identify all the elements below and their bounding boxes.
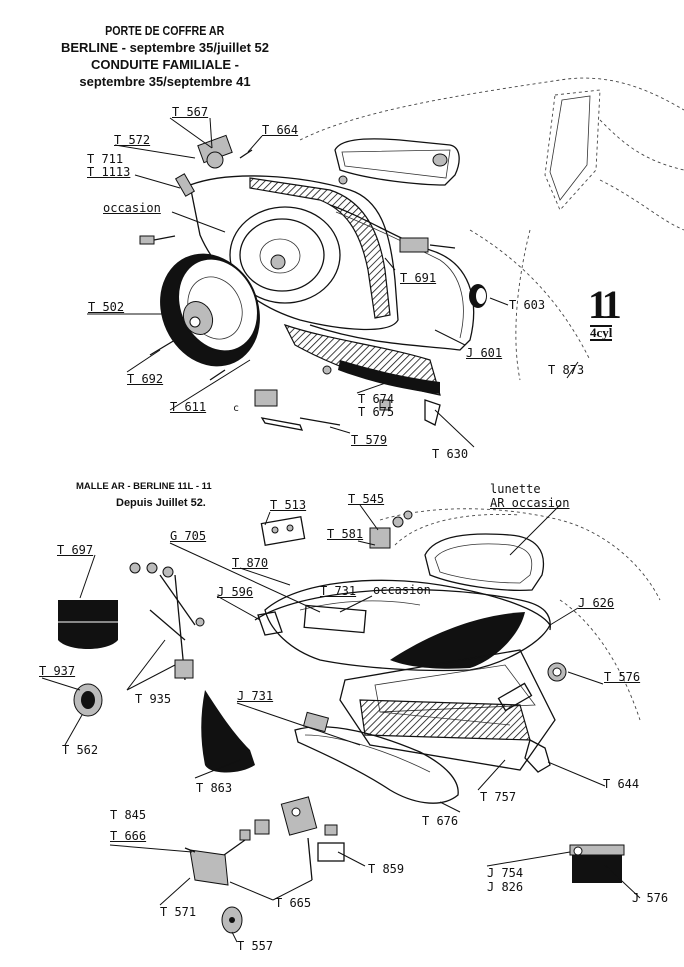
label-t757: T 757 [480, 790, 517, 804]
label-t557: T 557 [237, 939, 274, 953]
rubber-strip [283, 323, 441, 396]
label-t1113: T 1113 [87, 165, 131, 179]
label-j596: J 596 [217, 585, 254, 599]
subtitle-line-2: Depuis Juillet 52. [116, 497, 206, 509]
mud-flap [201, 690, 255, 773]
label-j826: J 826 [487, 880, 524, 894]
trunk-opening-top [309, 204, 475, 351]
label-t873: T 873 [548, 363, 585, 377]
label-t545: T 545 [348, 492, 385, 506]
label-t691: T 691 [400, 271, 437, 285]
label-j754: J 754 [487, 866, 524, 880]
model-badge: 11 4cyl [586, 285, 626, 343]
label-g705: G 705 [170, 529, 207, 543]
rear-window-bottom [424, 533, 544, 591]
label-t859: T 859 [368, 862, 405, 876]
label-t674: T 674 [358, 392, 395, 406]
title-line-1: PORTE DE COFFRE AR [105, 23, 225, 38]
section-title-bottom: MALLE AR - BERLINE 11L - 11 Depuis Juill… [70, 478, 260, 512]
label-t581: T 581 [327, 527, 364, 541]
lock-cylinder [73, 683, 103, 717]
subtitle-line-1: MALLE AR - BERLINE 11L - 11 [76, 481, 212, 492]
plate-shield [58, 600, 118, 649]
label-t692: T 692 [127, 372, 164, 386]
label-t863: T 863 [196, 781, 233, 795]
label-t666: T 666 [110, 829, 147, 843]
label-t676: T 676 [422, 814, 459, 828]
label-t731: T 731 [320, 584, 357, 598]
label-lunette: lunette [490, 482, 541, 496]
label-t603: T 603 [509, 298, 546, 312]
label-j576: J 576 [632, 891, 669, 905]
label-t664: T 664 [262, 123, 299, 137]
trunk-opening-bottom [339, 649, 556, 771]
label-t697: T 697 [57, 543, 94, 557]
title-line-4: septembre 35/septembre 41 [79, 74, 251, 89]
spare-wheel [160, 253, 260, 367]
label-t675: T 675 [358, 405, 395, 419]
label-ar-occasion: AR occasion [490, 496, 570, 510]
label-t611: T 611 [170, 400, 207, 414]
label-t937: T 937 [39, 664, 76, 678]
label-t572: T 572 [114, 133, 151, 147]
label-t567: T 567 [172, 105, 209, 119]
label-c: c [233, 403, 240, 414]
section-title-top: PORTE DE COFFRE AR BERLINE - septembre 3… [45, 22, 285, 90]
leader-lines-bottom [41, 504, 641, 943]
label-t562: T 562 [62, 743, 99, 757]
label-t845: T 845 [110, 808, 147, 822]
label-occasion-top: occasion [103, 201, 161, 215]
car-body-outline-bottom [379, 508, 661, 721]
hinge-arms [129, 562, 205, 681]
label-j601: J 601 [466, 346, 503, 360]
label-j731: J 731 [237, 689, 274, 703]
badge-number: 11 [588, 282, 622, 327]
label-t513: T 513 [270, 498, 307, 512]
label-t576: T 576 [604, 670, 641, 684]
label-t571: T 571 [160, 905, 197, 919]
hinge-top-bottom [260, 510, 413, 549]
title-line-3: CONDUITE FAMILIALE - [90, 57, 240, 72]
leader-lines-top [87, 117, 579, 448]
rear-bumper [294, 711, 459, 804]
latch-parts-bottom [184, 796, 345, 934]
label-occasion-bottom: occasion [373, 583, 431, 597]
label-j626: J 626 [578, 596, 615, 610]
trunk-seal [254, 588, 551, 631]
car-body-outline-top [299, 77, 684, 381]
label-t630: T 630 [432, 447, 469, 461]
label-t502: T 502 [88, 300, 125, 314]
title-line-2: BERLINE - septembre 35/juillet 52 [60, 40, 270, 55]
label-t870: T 870 [232, 556, 269, 570]
badge-cylinders: 4cyl [590, 325, 613, 341]
label-t665: T 665 [275, 896, 312, 910]
label-t935: T 935 [135, 692, 172, 706]
small-parts-right-bottom [497, 662, 625, 883]
label-t711: T 711 [87, 152, 124, 166]
trunk-door-top [189, 175, 399, 331]
label-t579: T 579 [351, 433, 388, 447]
label-t644: T 644 [603, 777, 640, 791]
rear-window-top [334, 138, 460, 186]
